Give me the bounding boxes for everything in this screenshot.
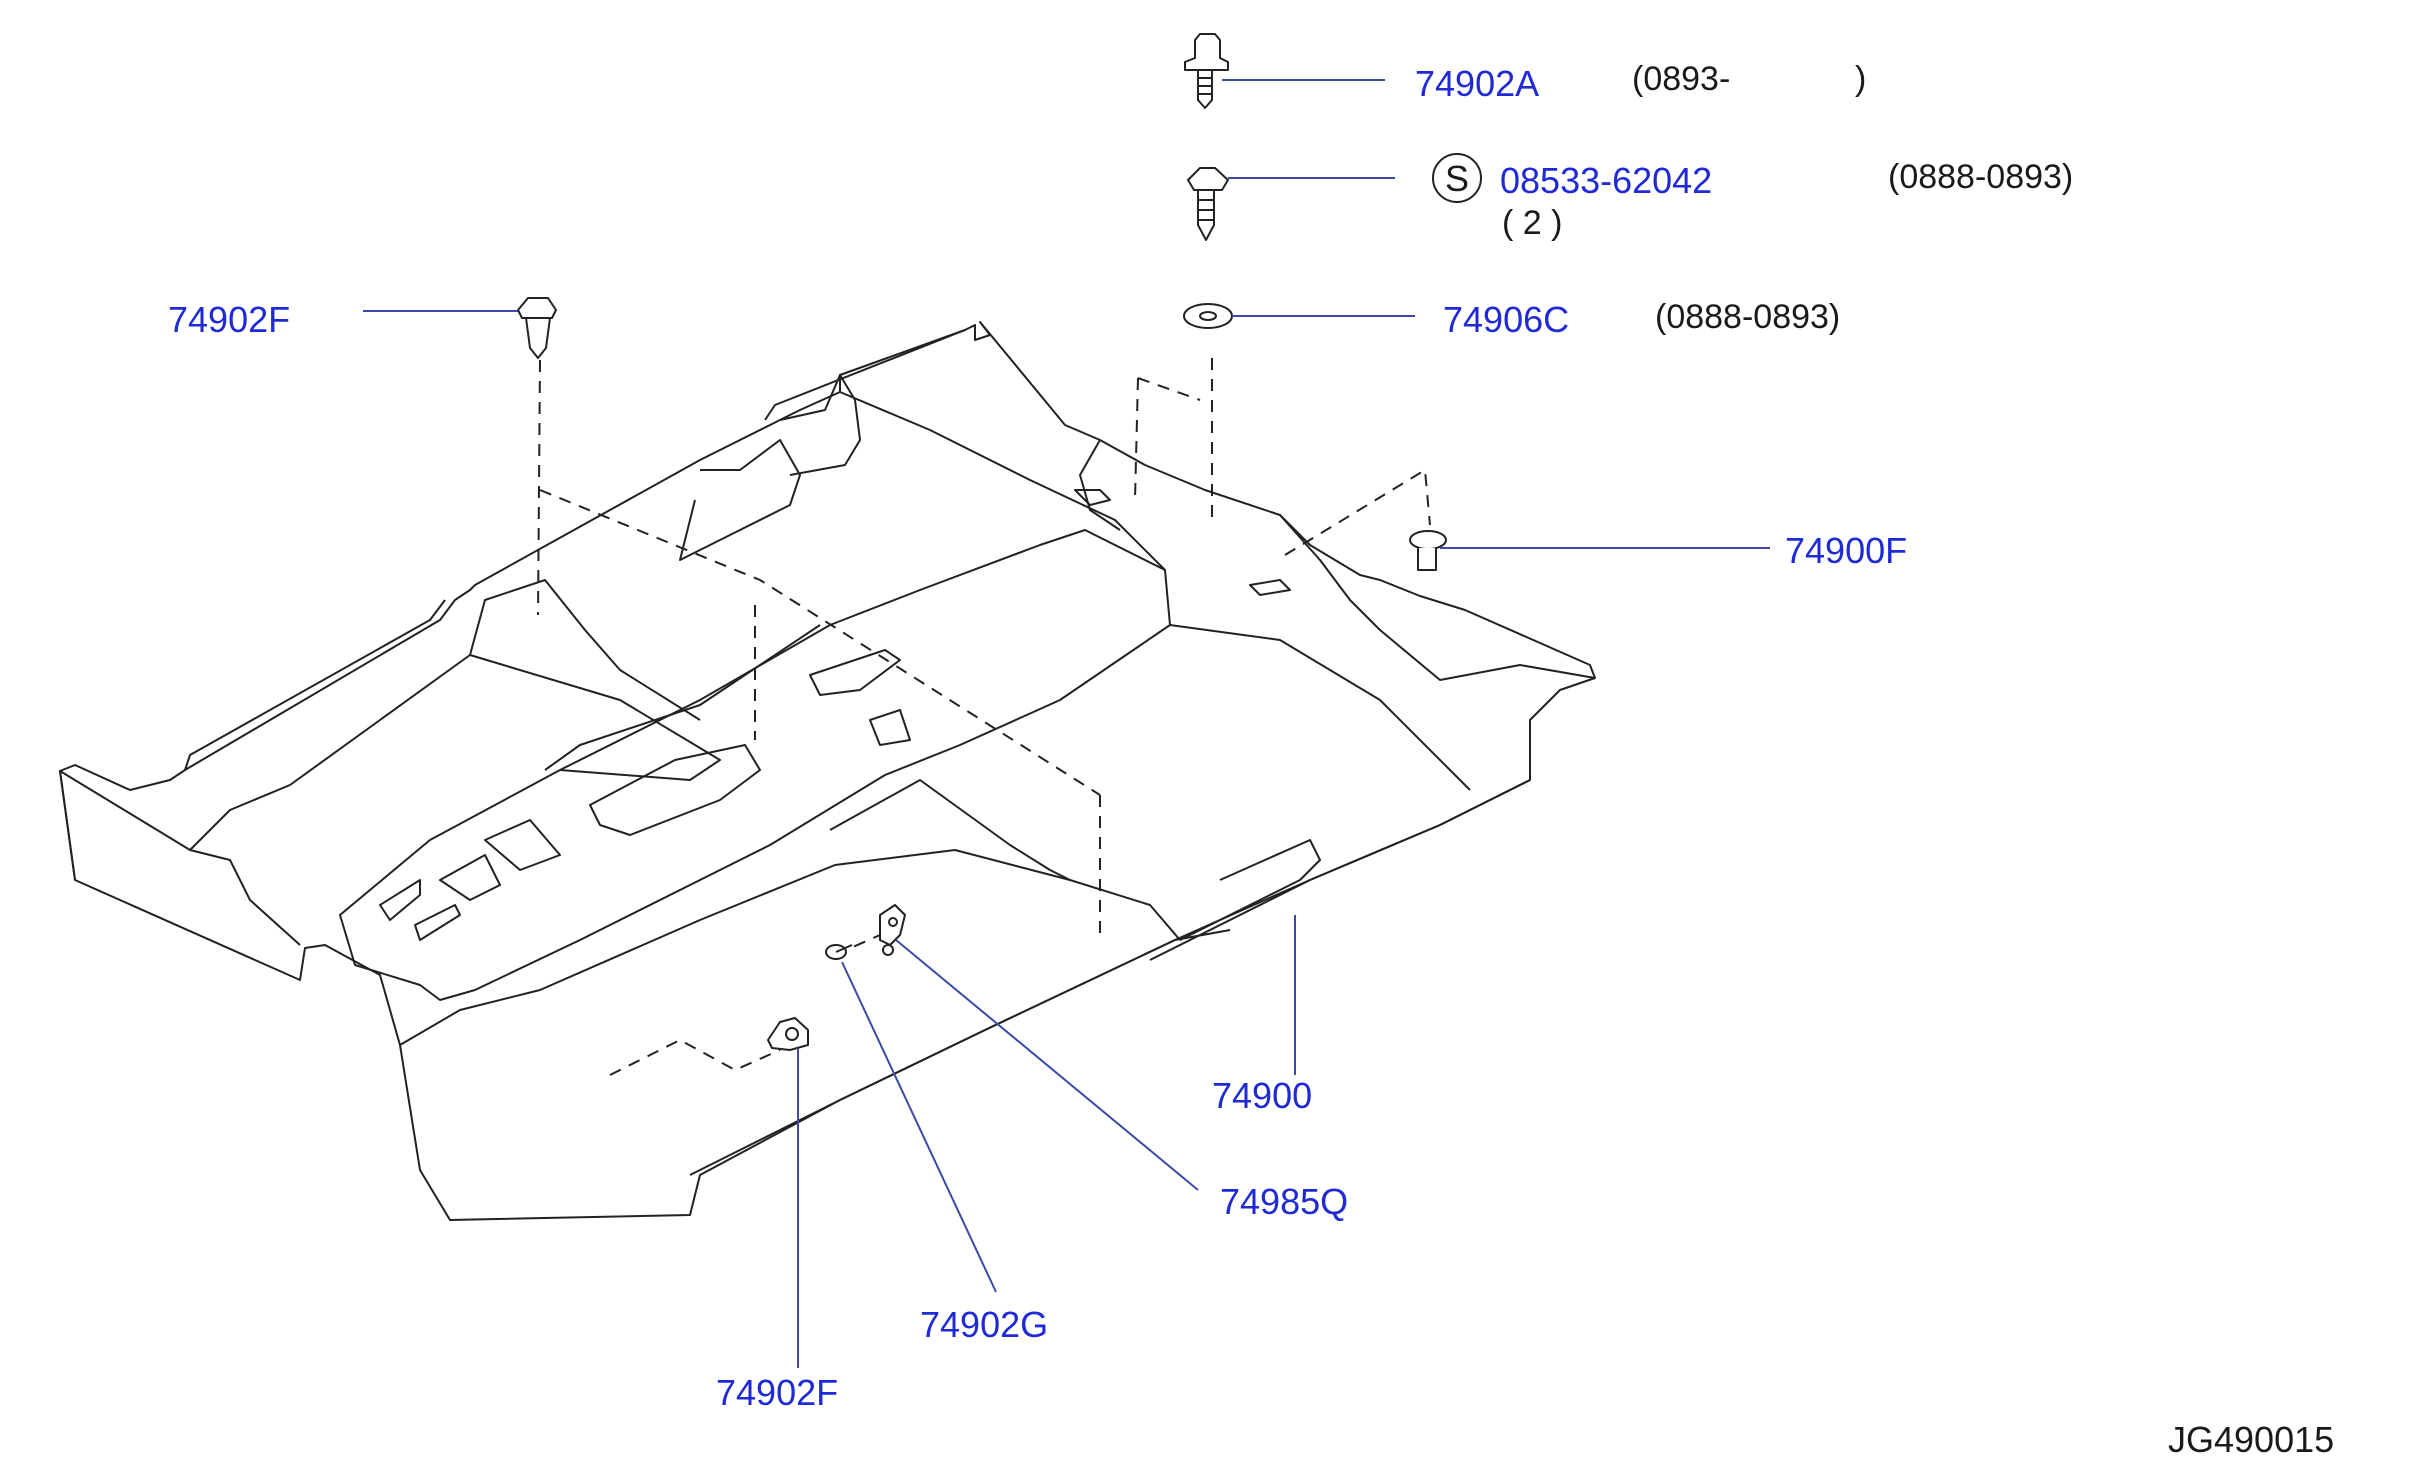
diagram-code: JG490015 <box>2168 1419 2334 1460</box>
label-74902F-bottom[interactable]: 74902F <box>716 1372 838 1413</box>
grommet-icon <box>1409 530 1447 571</box>
label-74902F-top[interactable]: 74902F <box>168 299 290 340</box>
label-74906C[interactable]: 74906C <box>1443 299 1569 340</box>
label-08533-62042[interactable]: 08533-62042 <box>1500 160 1712 201</box>
screw-icon <box>1187 167 1229 241</box>
bolt-icon <box>1184 33 1229 109</box>
clip-bottom-icon <box>767 1017 809 1051</box>
svg-text:S: S <box>1445 158 1469 199</box>
label-74902G[interactable]: 74902G <box>920 1304 1048 1345</box>
label-74985Q[interactable]: 74985Q <box>1220 1181 1348 1222</box>
note-74906C-range: (0888-0893) <box>1655 298 1840 336</box>
label-74900F[interactable]: 74900F <box>1785 530 1907 571</box>
washer-icon <box>1183 303 1233 329</box>
note-08533-range: (0888-0893) <box>1888 158 2073 196</box>
note-74902A-open: (0893- <box>1632 60 1730 98</box>
label-74902A[interactable]: 74902A <box>1415 63 1539 104</box>
pin-icon <box>825 944 853 960</box>
note-08533-quantity: ( 2 ) <box>1502 204 1562 242</box>
floor-carpet-74900[interactable] <box>59 321 1596 1221</box>
leader-lines <box>363 79 1770 1368</box>
standard-part-symbol: S <box>1432 153 1482 203</box>
label-74900[interactable]: 74900 <box>1212 1075 1312 1116</box>
bracket-icon <box>879 904 906 956</box>
clip-top-icon <box>517 297 557 359</box>
note-74902A-close: ) <box>1855 60 1866 98</box>
